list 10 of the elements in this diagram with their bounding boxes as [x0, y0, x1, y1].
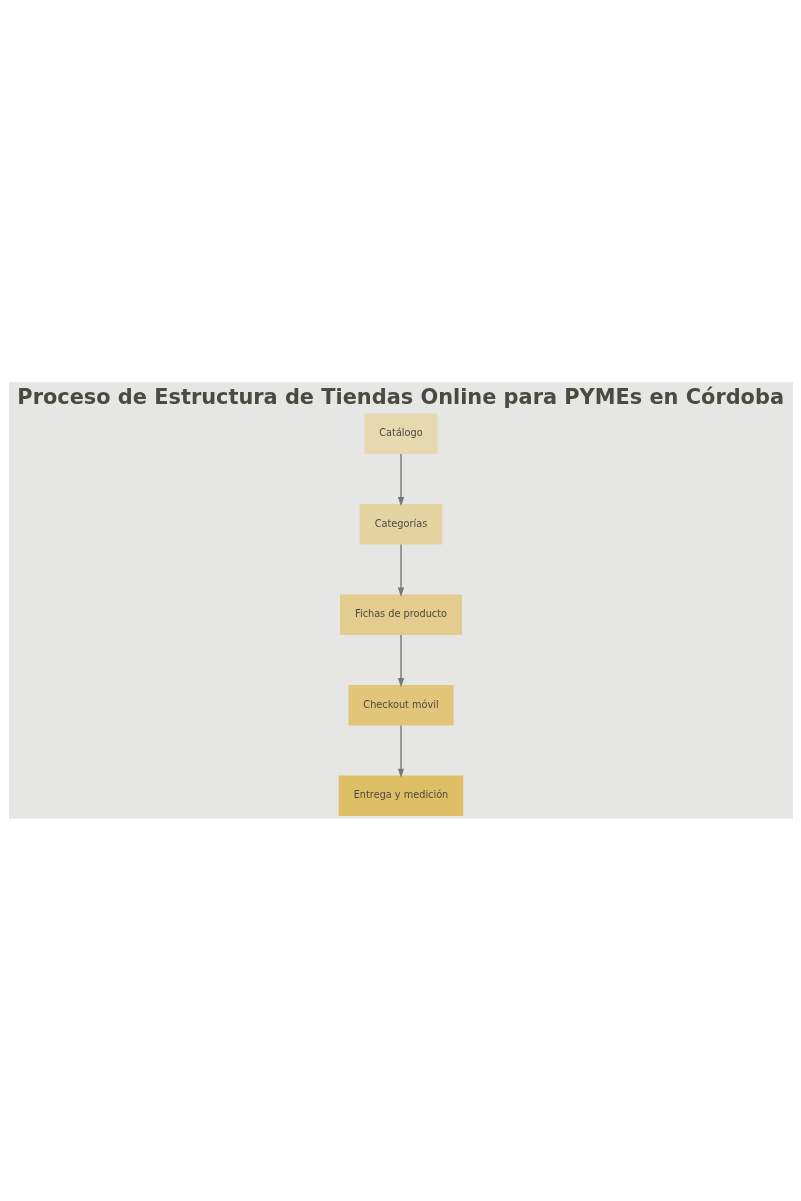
node-box: Checkout móvil — [347, 685, 454, 726]
arrow — [397, 634, 404, 688]
node-box: Categorías — [359, 504, 442, 545]
node-box: Catálogo — [363, 413, 438, 454]
arrow — [397, 724, 404, 778]
arrow — [397, 453, 404, 507]
arrow — [397, 543, 404, 597]
diagram-title: Proceso de Estructura de Tiendas Online para PYMEs en Córdoba — [16, 384, 784, 409]
node-box: Entrega y medición — [338, 775, 463, 816]
node-box: Fichas de producto — [339, 594, 462, 635]
